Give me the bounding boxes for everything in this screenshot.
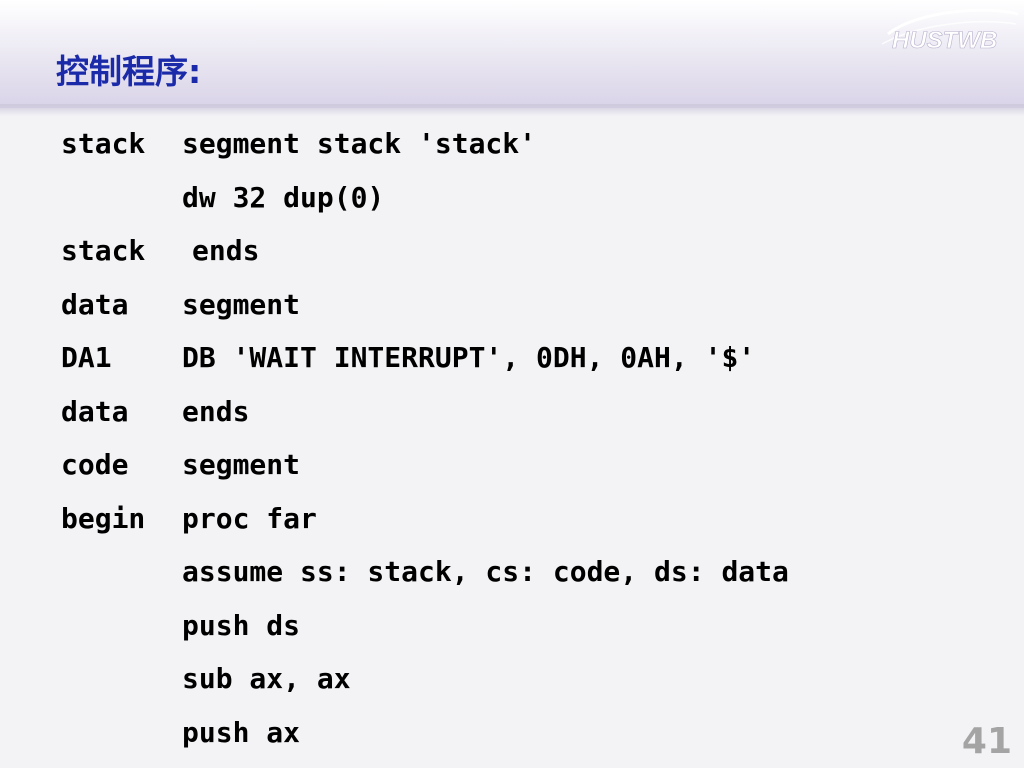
code-line: stack segment stack 'stack' — [61, 117, 981, 171]
hustwb-logo: HUSTWB — [881, 8, 1019, 54]
code-label: data — [61, 287, 129, 321]
code-instruction: segment — [182, 287, 301, 321]
code-instruction: dw 32 dup(0) — [182, 180, 385, 214]
code-label: DA1 — [61, 341, 112, 374]
code-line: push ax — [61, 706, 981, 760]
code-line: stack ends — [61, 224, 981, 278]
code-instruction: segment stack 'stack' — [182, 127, 537, 160]
code-label: stack — [61, 127, 146, 160]
code-label: code — [61, 448, 129, 481]
code-label: stack — [61, 234, 146, 267]
code-line: DA1 DB 'WAIT INTERRUPT', 0DH, 0AH, '$' — [61, 331, 981, 385]
code-line: data ends — [61, 385, 981, 439]
code-instruction: push ax — [182, 715, 301, 749]
code-label: begin — [61, 501, 146, 535]
header-band — [0, 0, 1024, 108]
code-line: begin proc far — [61, 492, 981, 546]
code-instruction: ends — [182, 394, 250, 428]
code-line: push ds — [61, 599, 981, 653]
code-line: data segment — [61, 278, 981, 332]
code-instruction: segment — [182, 448, 301, 481]
code-instruction: ends — [192, 234, 260, 267]
code-line: code segment — [61, 438, 981, 492]
code-instruction: push ds — [182, 608, 301, 642]
code-instruction: assume ss: stack, cs: code, ds: data — [182, 555, 789, 588]
code-line: sub ax, ax — [61, 652, 981, 706]
code-line: dw 32 dup(0) — [61, 171, 981, 225]
code-instruction: DB 'WAIT INTERRUPT', 0DH, 0AH, '$' — [182, 341, 756, 374]
code-line: assume ss: stack, cs: code, ds: data — [61, 545, 981, 599]
header-shadow — [0, 104, 1024, 116]
code-label: data — [61, 394, 129, 428]
slide-title: 控制程序: — [56, 52, 202, 91]
page-number: 41 — [961, 721, 1012, 762]
code-instruction: sub ax, ax — [182, 662, 351, 695]
code-listing: stack segment stack 'stack' dw 32 dup(0)… — [61, 117, 981, 759]
code-instruction: proc far — [182, 501, 317, 535]
logo-text: HUSTWB — [892, 27, 997, 54]
